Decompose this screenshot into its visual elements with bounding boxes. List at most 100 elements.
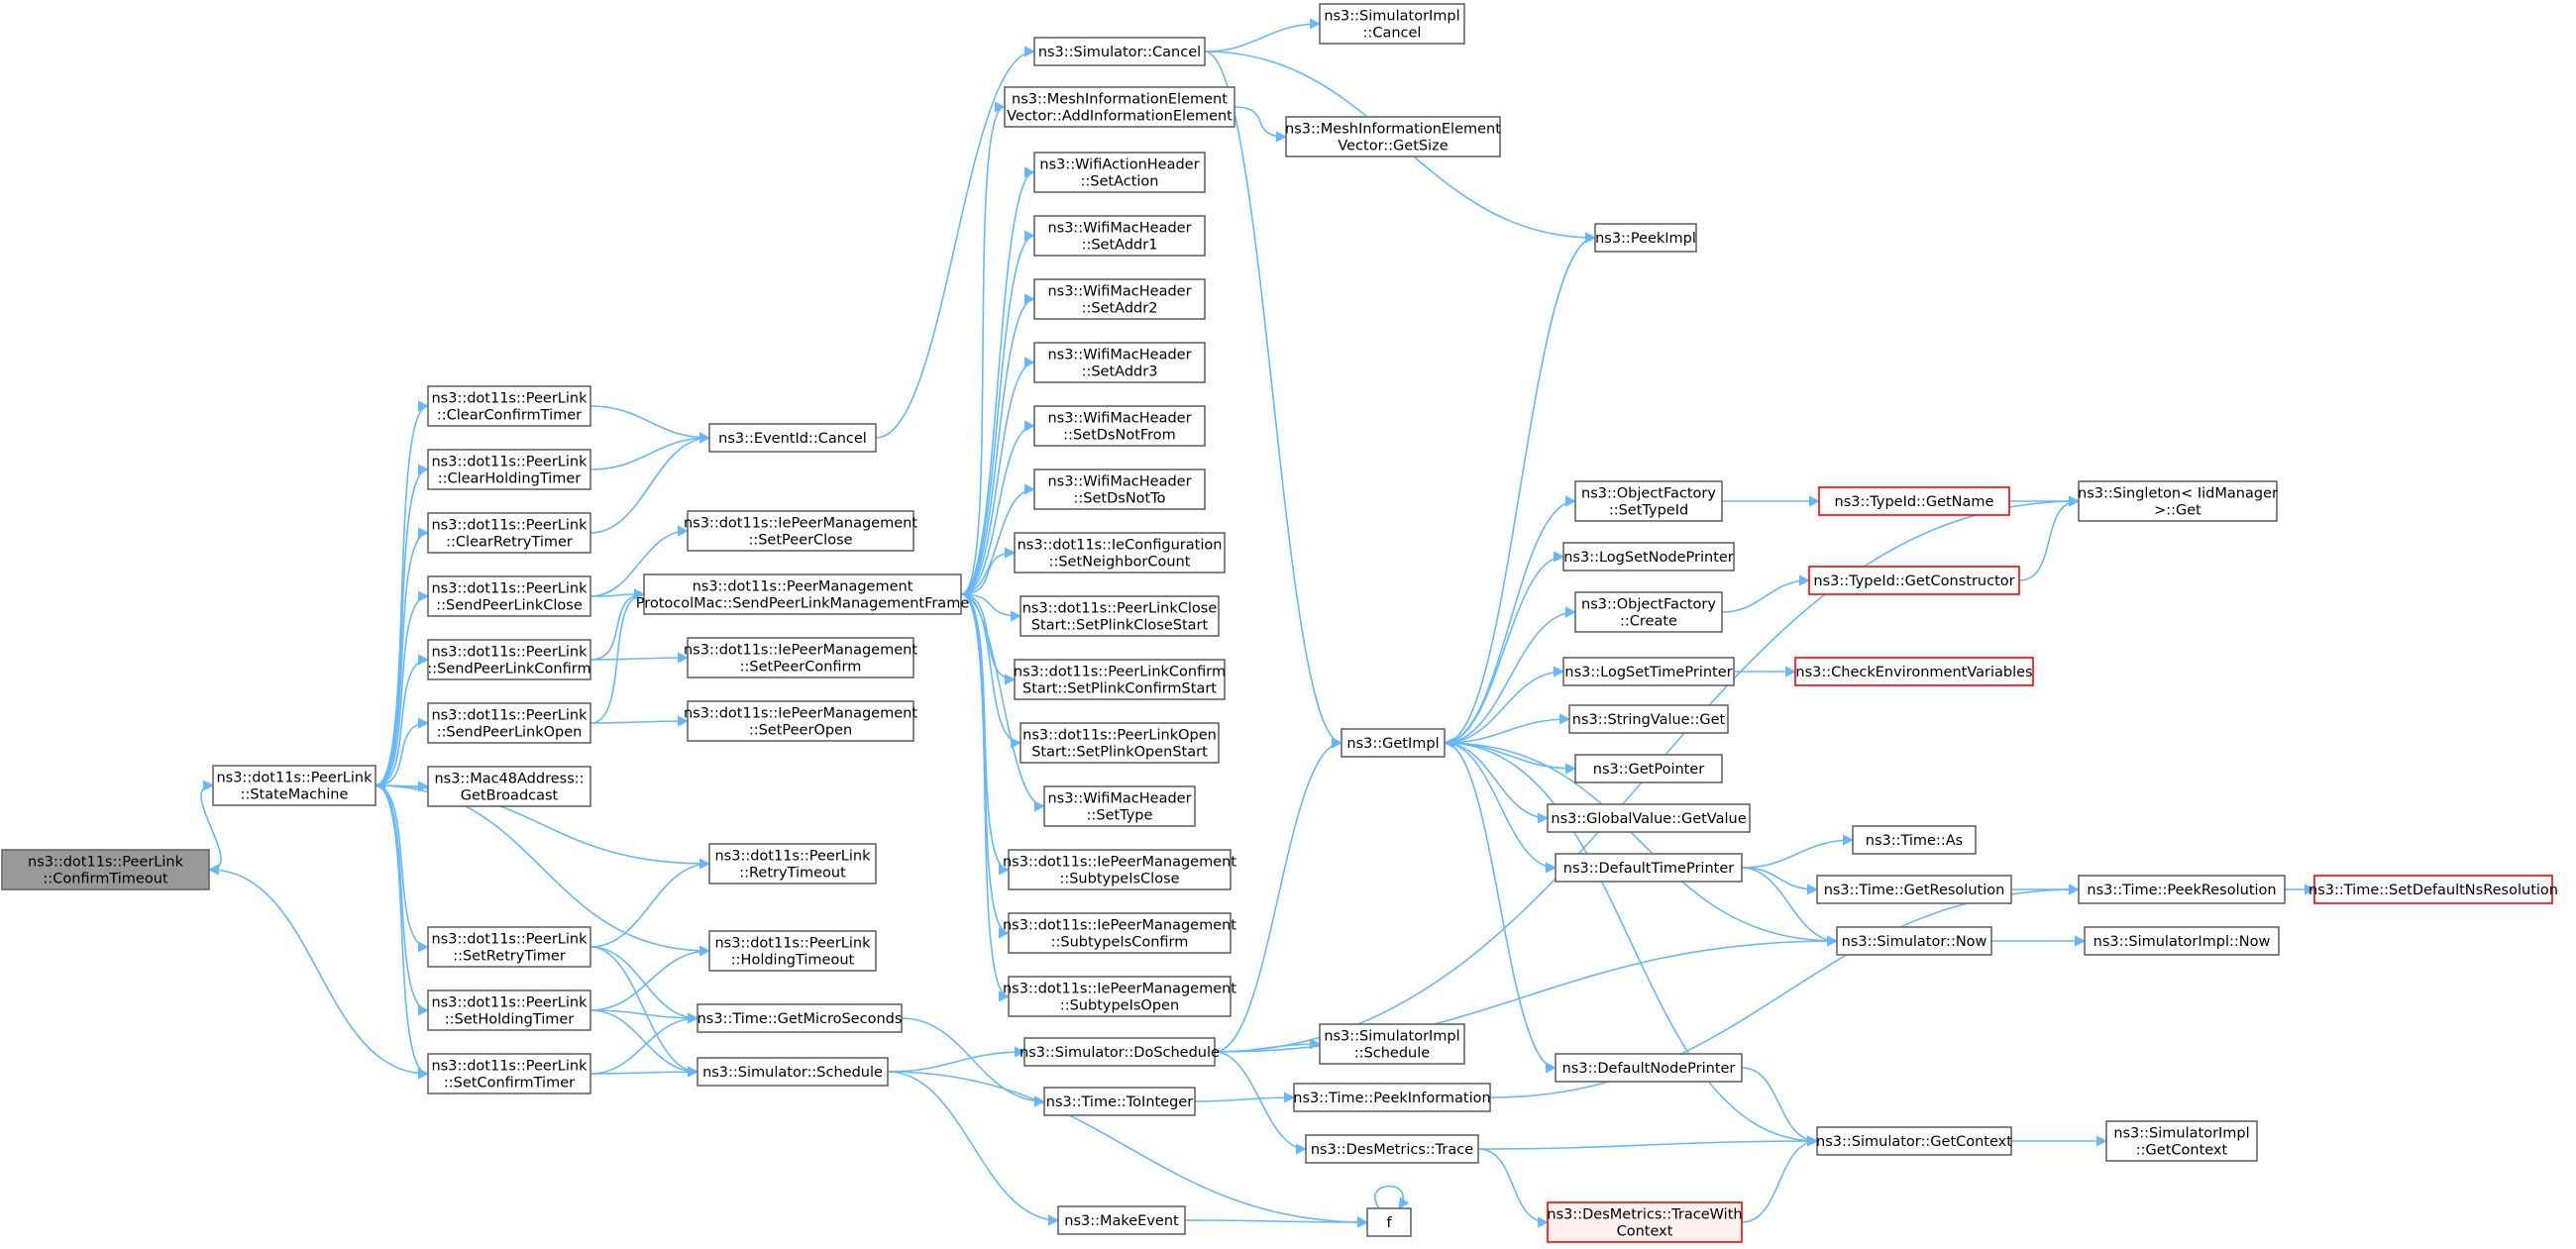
node-mac48[interactable]: ns3::Mac48Address::GetBroadcast (427, 766, 591, 807)
node-check-env[interactable]: ns3::CheckEnvironmentVariables (1794, 657, 2034, 686)
node-set-addr3[interactable]: ns3::WifiMacHeader::SetAddr3 (1033, 342, 1206, 383)
node-set-confirm[interactable]: ns3::dot11s::PeerLink::SetConfirmTimer (427, 1053, 591, 1094)
node-box[interactable] (1319, 3, 1465, 45)
node-to-integer[interactable]: ns3::Time::ToInteger (1043, 1087, 1196, 1116)
node-box[interactable] (708, 930, 877, 972)
node-retry-timeout[interactable]: ns3::dot11s::PeerLink::RetryTimeout (708, 843, 877, 885)
node-box[interactable] (1341, 728, 1446, 758)
node-box[interactable] (1574, 480, 1723, 522)
node-box[interactable] (1594, 223, 1697, 253)
node-box[interactable] (1555, 853, 1743, 883)
node-box[interactable] (1023, 1037, 1216, 1067)
node-simimpl-now[interactable]: ns3::SimulatorImpl::Now (2084, 926, 2280, 956)
node-set-addr1[interactable]: ns3::WifiMacHeader::SetAddr1 (1033, 215, 1206, 257)
node-box[interactable] (1004, 86, 1235, 128)
node-set-default-res[interactable]: ns3::Time::SetDefaultNsResolution (2308, 875, 2558, 904)
node-ie-set-open[interactable]: ns3::dot11s::IePeerManagement::SetPeerOp… (684, 700, 917, 742)
node-mesh-add[interactable]: ns3::MeshInformationElementVector::AddIn… (1004, 86, 1235, 128)
node-box[interactable] (1020, 722, 1220, 764)
node-box[interactable] (1033, 215, 1206, 257)
node-clear-retry[interactable]: ns3::dot11s::PeerLink::ClearRetryTimer (427, 512, 591, 554)
node-typeid-getname[interactable]: ns3::TypeId::GetName (1818, 486, 2010, 516)
node-box[interactable] (1014, 532, 1226, 573)
node-box[interactable] (1555, 1053, 1743, 1083)
node-box[interactable] (427, 575, 591, 617)
node-set-type[interactable]: ns3::WifiMacHeader::SetType (1043, 785, 1196, 827)
node-box[interactable] (1808, 566, 2020, 595)
node-default-time[interactable]: ns3::DefaultTimePrinter (1555, 853, 1743, 883)
node-box[interactable] (708, 423, 877, 453)
node-plink-confirm[interactable]: ns3::dot11s::PeerLinkConfirmStart::SetPl… (1014, 659, 1226, 700)
node-string-get[interactable]: ns3::StringValue::Get (1568, 704, 1729, 734)
node-simimpl-schedule[interactable]: ns3::SimulatorImpl::Schedule (1319, 1023, 1465, 1065)
node-ie-config[interactable]: ns3::dot11s::IeConfiguration::SetNeighbo… (1014, 532, 1226, 573)
node-global-get[interactable]: ns3::GlobalValue::GetValue (1547, 803, 1751, 833)
node-des-trace[interactable]: ns3::DesMetrics::Trace (1305, 1134, 1479, 1164)
node-peek-info[interactable]: ns3::Time::PeekInformation (1293, 1083, 1491, 1112)
node-singleton-get[interactable]: ns3::Singleton< IidManager >::Get (2078, 480, 2278, 522)
node-box[interactable] (1547, 803, 1751, 833)
node-sim-now[interactable]: ns3::Simulator::Now (1836, 926, 1992, 956)
node-box[interactable] (1043, 1087, 1196, 1116)
node-make-event[interactable]: ns3::MakeEvent (1057, 1205, 1186, 1235)
node-box[interactable] (643, 573, 962, 615)
node-box[interactable] (697, 1003, 903, 1033)
node-of-create[interactable]: ns3::ObjectFactory::Create (1574, 591, 1723, 633)
node-box[interactable] (1547, 1201, 1743, 1243)
node-box[interactable] (1562, 657, 1735, 686)
node-subtype-open[interactable]: ns3::dot11s::IePeerManagement::SubtypeIs… (1003, 976, 1236, 1017)
node-box[interactable] (427, 639, 591, 680)
node-state-machine[interactable]: ns3::dot11s::PeerLink::StateMachine (212, 765, 376, 806)
node-box[interactable] (2084, 926, 2280, 956)
node-box[interactable] (427, 702, 591, 744)
node-box[interactable] (687, 510, 914, 552)
node-box[interactable] (1818, 486, 2010, 516)
node-box[interactable] (687, 700, 914, 742)
node-box[interactable] (1033, 278, 1206, 320)
node-box[interactable] (2078, 875, 2286, 904)
node-get-pointer[interactable]: ns3::GetPointer (1574, 754, 1723, 783)
node-get-micro[interactable]: ns3::Time::GetMicroSeconds (697, 1003, 903, 1033)
node-plink-open[interactable]: ns3::dot11s::PeerLinkOpenStart::SetPlink… (1020, 722, 1220, 764)
node-box[interactable] (427, 385, 591, 427)
node-set-retry[interactable]: ns3::dot11s::PeerLink::SetRetryTimer (427, 926, 591, 968)
node-set-addr2[interactable]: ns3::WifiMacHeader::SetAddr2 (1033, 278, 1206, 320)
node-box[interactable] (1574, 754, 1723, 783)
node-wifi-action[interactable]: ns3::WifiActionHeader::SetAction (1033, 152, 1206, 193)
node-box[interactable] (427, 926, 591, 968)
node-box[interactable] (1366, 1207, 1412, 1237)
node-time-as[interactable]: ns3::Time::As (1852, 825, 1977, 855)
node-box[interactable] (427, 449, 591, 490)
node-box[interactable] (1305, 1134, 1479, 1164)
node-box[interactable] (1794, 657, 2034, 686)
node-peek-impl[interactable]: ns3::PeekImpl (1594, 223, 1697, 253)
node-box[interactable] (1285, 116, 1501, 157)
node-box[interactable] (687, 637, 914, 678)
node-typeid-getctor[interactable]: ns3::TypeId::GetConstructor (1808, 566, 2020, 595)
node-subtype-confirm[interactable]: ns3::dot11s::IePeerManagement::SubtypeIs… (1003, 912, 1236, 954)
node-box[interactable] (1, 849, 210, 890)
node-box[interactable] (1057, 1205, 1186, 1235)
node-send-open[interactable]: ns3::dot11s::PeerLink::SendPeerLinkOpen (427, 702, 591, 744)
node-box[interactable] (1562, 542, 1735, 572)
node-set-ds-not-from[interactable]: ns3::WifiMacHeader::SetDsNotFrom (1033, 405, 1206, 447)
node-ie-set-confirm[interactable]: ns3::dot11s::IePeerManagement::SetPeerCo… (684, 637, 917, 678)
node-send-close[interactable]: ns3::dot11s::PeerLink::SendPeerLinkClose (427, 575, 591, 617)
node-box[interactable] (697, 1057, 889, 1087)
node-subtype-close[interactable]: ns3::dot11s::IePeerManagement::SubtypeIs… (1003, 849, 1236, 890)
node-box[interactable] (427, 989, 591, 1031)
node-ie-set-close[interactable]: ns3::dot11s::IePeerManagement::SetPeerCl… (684, 510, 917, 552)
node-box[interactable] (1008, 912, 1232, 954)
node-sim-getctx[interactable]: ns3::Simulator::GetContext (1816, 1126, 2012, 1156)
node-box[interactable] (427, 1053, 591, 1094)
node-box[interactable] (1836, 926, 1992, 956)
node-confirm-timeout[interactable]: ns3::dot11s::PeerLink::ConfirmTimeout (1, 849, 210, 890)
node-box[interactable] (1008, 849, 1232, 890)
node-set-ds-not-to[interactable]: ns3::WifiMacHeader::SetDsNotTo (1033, 468, 1206, 510)
node-box[interactable] (427, 766, 591, 807)
node-box[interactable] (1568, 704, 1729, 734)
node-time-getres[interactable]: ns3::Time::GetResolution (1816, 875, 2012, 904)
node-sim-cancel[interactable]: ns3::Simulator::Cancel (1033, 37, 1206, 66)
node-send-mgmt-frame[interactable]: ns3::dot11s::PeerManagementProtocolMac::… (636, 573, 970, 615)
node-set-holding[interactable]: ns3::dot11s::PeerLink::SetHoldingTimer (427, 989, 591, 1031)
